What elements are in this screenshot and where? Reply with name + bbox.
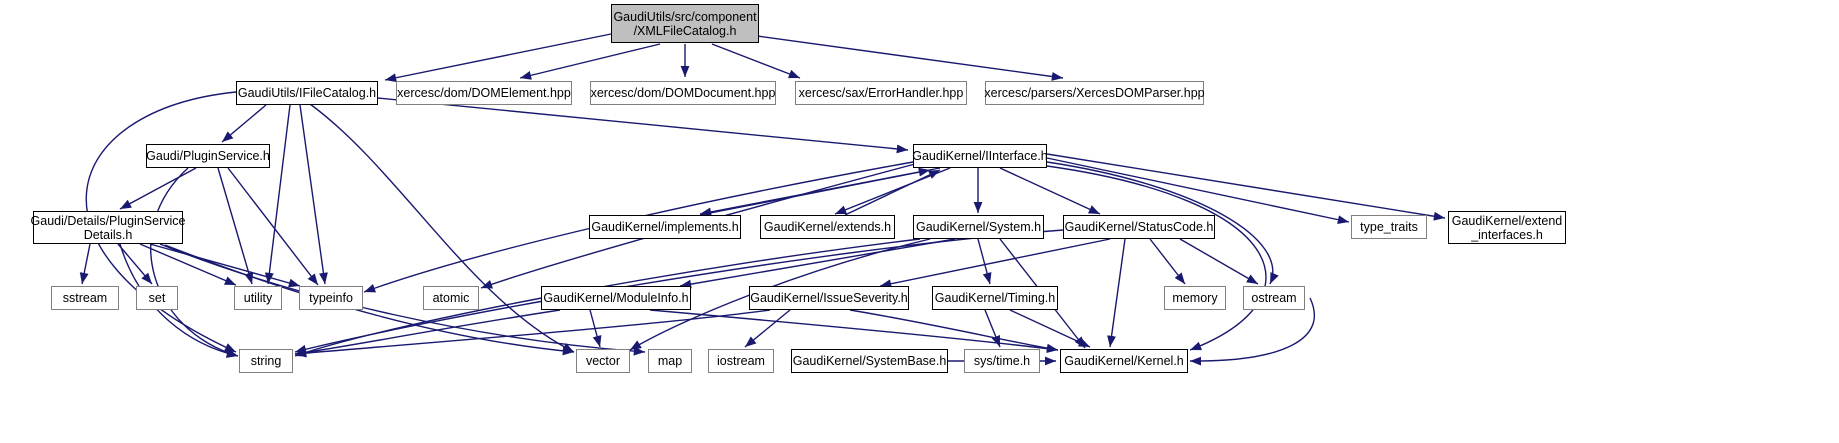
node-gaudikernel-system[interactable]: GaudiKernel/System.h <box>913 215 1044 239</box>
node-ostream[interactable]: ostream <box>1243 286 1305 310</box>
node-xercesc-domelement[interactable]: xercesc/dom/DOMElement.hpp <box>396 81 572 105</box>
node-utility[interactable]: utility <box>234 286 282 310</box>
node-gaudikernel-implements[interactable]: GaudiKernel/implements.h <box>589 215 741 239</box>
node-typeinfo[interactable]: typeinfo <box>299 286 363 310</box>
node-iostream[interactable]: iostream <box>708 349 774 373</box>
node-sstream[interactable]: sstream <box>51 286 119 310</box>
node-gaudikernel-timing[interactable]: GaudiKernel/Timing.h <box>932 286 1058 310</box>
node-gaudikernel-extends[interactable]: GaudiKernel/extends.h <box>760 215 895 239</box>
node-gaudikernel-statuscode[interactable]: GaudiKernel/StatusCode.h <box>1063 215 1215 239</box>
node-vector[interactable]: vector <box>576 349 630 373</box>
node-map[interactable]: map <box>648 349 692 373</box>
node-gaudikernel-iinterface[interactable]: GaudiKernel/IInterface.h <box>912 144 1048 168</box>
node-xercesc-domdocument[interactable]: xercesc/dom/DOMDocument.hpp <box>590 81 776 105</box>
node-gaudi-pluginservice[interactable]: Gaudi/PluginService.h <box>146 144 270 168</box>
node-sys-time[interactable]: sys/time.h <box>964 349 1040 373</box>
node-memory[interactable]: memory <box>1164 286 1226 310</box>
node-type-traits[interactable]: type_traits <box>1351 215 1427 239</box>
node-xercesc-xercesdomparser[interactable]: xercesc/parsers/XercesDOMParser.hpp <box>984 81 1205 105</box>
node-gaudi-pluginservicedetails[interactable]: Gaudi/Details/PluginService Details.h <box>31 211 185 244</box>
node-atomic[interactable]: atomic <box>423 286 479 310</box>
node-string[interactable]: string <box>239 349 293 373</box>
node-gaudikernel-issueseverity[interactable]: GaudiKernel/IssueSeverity.h <box>749 286 909 310</box>
node-root[interactable]: GaudiUtils/src/component /XMLFileCatalog… <box>611 4 759 43</box>
node-gaudikernel-extend-interfaces[interactable]: GaudiKernel/extend _interfaces.h <box>1448 211 1566 244</box>
node-set[interactable]: set <box>136 286 178 310</box>
node-gaudikernel-moduleinfo[interactable]: GaudiKernel/ModuleInfo.h <box>541 286 691 310</box>
node-gaudikernel-systembase[interactable]: GaudiKernel/SystemBase.h <box>791 349 948 373</box>
node-xercesc-errorhandler[interactable]: xercesc/sax/ErrorHandler.hpp <box>795 81 967 105</box>
node-gaudiutils-ifilecatalog[interactable]: GaudiUtils/IFileCatalog.h <box>236 81 378 105</box>
node-gaudikernel-kernel[interactable]: GaudiKernel/Kernel.h <box>1060 349 1188 373</box>
